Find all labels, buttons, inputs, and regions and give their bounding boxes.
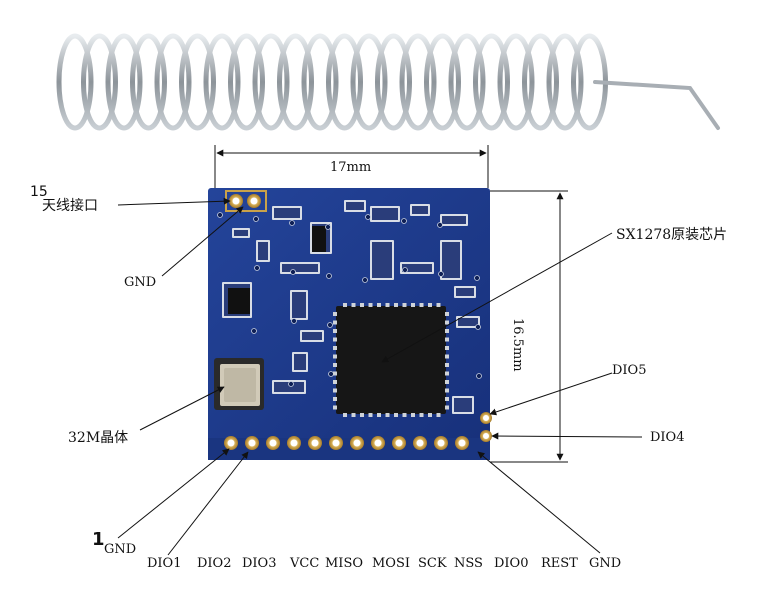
pin-pad [308, 436, 322, 450]
antenna-pin-number: 15 [30, 184, 48, 200]
pin-label-dio0: DIO0 [494, 556, 529, 571]
spring-coil [350, 33, 388, 131]
pin-pad [350, 436, 364, 450]
spring-coil [203, 33, 241, 131]
pin-label-mosi: MOSI [372, 556, 411, 571]
annotation-arrows [117, 197, 643, 556]
spring-coil [497, 33, 535, 131]
pin-pad [287, 436, 301, 450]
pin-label-rest: REST [541, 556, 578, 571]
pin-label-nss: NSS [454, 556, 483, 571]
pin-pad [413, 436, 427, 450]
spring-coil [473, 33, 510, 131]
crystal-label: 32M晶体 [68, 430, 129, 446]
pin-label-dio3: DIO3 [242, 556, 277, 571]
spring-coil [228, 33, 265, 131]
pin-pad [266, 436, 280, 450]
pcb-components [217, 200, 482, 414]
pin-pad [434, 436, 448, 450]
pin1-gnd-label: GND [104, 542, 137, 557]
side-pads [480, 412, 492, 442]
pin-label-miso: MISO [325, 556, 364, 571]
spring-coil [154, 33, 192, 131]
pin-label-sck: SCK [418, 556, 447, 571]
pin-label-dio2: DIO2 [197, 556, 232, 571]
spring-coil [130, 33, 167, 131]
antenna-interface-label: 天线接口 [42, 198, 98, 214]
dimension-width-label: 17mm [330, 160, 372, 175]
small-ic [312, 226, 326, 252]
dimension-height-label: 16.5mm [510, 318, 525, 372]
pin-pad [245, 436, 259, 450]
dio4-label: DIO4 [650, 430, 685, 445]
spring-coil [375, 33, 412, 131]
spring-coil [399, 33, 437, 131]
small-ic [228, 288, 250, 314]
pin-label-gnd: GND [589, 556, 622, 571]
pin-label-vcc: VCC [290, 556, 320, 571]
pin-pad [392, 436, 406, 450]
spring-coil [56, 33, 94, 131]
spring-coil [105, 33, 143, 131]
pin-pad [224, 436, 238, 450]
spring-coil [522, 33, 559, 131]
antenna-wire-tail [593, 80, 720, 130]
bottom-pin-pads [224, 436, 469, 450]
spring-coil [424, 33, 461, 131]
pin-pad [329, 436, 343, 450]
spring-coil [277, 33, 314, 131]
chip-label: SX1278原装芯片 [616, 227, 728, 243]
spring-antenna [56, 33, 608, 131]
spring-coil [326, 33, 363, 131]
pin-pad [455, 436, 469, 450]
gnd-top-label: GND [124, 275, 157, 290]
sx1278-chip [333, 303, 449, 417]
spring-coil [81, 33, 118, 131]
dimension-width-line [214, 145, 489, 188]
dimension-height-line [490, 190, 568, 463]
pin-label-dio1: DIO1 [147, 556, 182, 571]
spring-coil [448, 33, 486, 131]
spring-coil [252, 33, 290, 131]
crystal-32m [214, 358, 264, 410]
spring-coil [301, 33, 339, 131]
spring-coil [179, 33, 216, 131]
spring-coil [546, 33, 584, 131]
dio5-label: DIO5 [612, 363, 647, 378]
pin-pad [371, 436, 385, 450]
pin1-number: 1 [92, 529, 105, 550]
